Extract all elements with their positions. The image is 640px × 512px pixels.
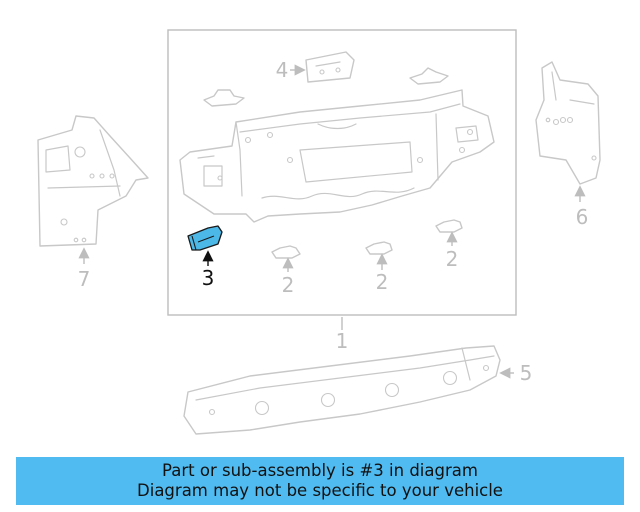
rear-panel-part-1[interactable]: [179, 89, 495, 223]
bracket-part-2-right[interactable]: [435, 219, 463, 233]
bracket-part-2-left[interactable]: [271, 245, 301, 259]
callout-label-5[interactable]: 5: [520, 361, 533, 385]
assembly-frame: [167, 29, 517, 316]
info-banner: Part or sub-assembly is #3 in diagram Di…: [16, 457, 624, 505]
banner-line-disclaimer: Diagram may not be specific to your vehi…: [137, 481, 503, 500]
clip-top-left: [203, 89, 245, 107]
callout-label-7[interactable]: 7: [78, 267, 91, 291]
highlighted-part-3[interactable]: [187, 225, 223, 251]
callout-label-2-left[interactable]: 2: [282, 273, 295, 297]
bracket-part-4[interactable]: [305, 51, 355, 83]
callout-label-2-middle[interactable]: 2: [376, 270, 389, 294]
callout-label-3[interactable]: 3: [202, 266, 215, 290]
callout-label-1[interactable]: 1: [336, 329, 349, 353]
side-panel-part-7[interactable]: [37, 115, 149, 247]
side-panel-part-6[interactable]: [535, 61, 601, 185]
bracket-part-2-middle[interactable]: [365, 241, 393, 255]
callout-label-6[interactable]: 6: [576, 205, 589, 229]
callout-label-4[interactable]: 4: [276, 58, 289, 82]
parts-diagram: 1 2 2 2 3 4 5 6 7: [37, 29, 601, 435]
callout-label-2-right[interactable]: 2: [446, 247, 459, 271]
banner-line-part-number: Part or sub-assembly is #3 in diagram: [162, 461, 478, 480]
reinforcement-part-5[interactable]: [183, 345, 501, 435]
clip-top-right: [409, 67, 449, 85]
